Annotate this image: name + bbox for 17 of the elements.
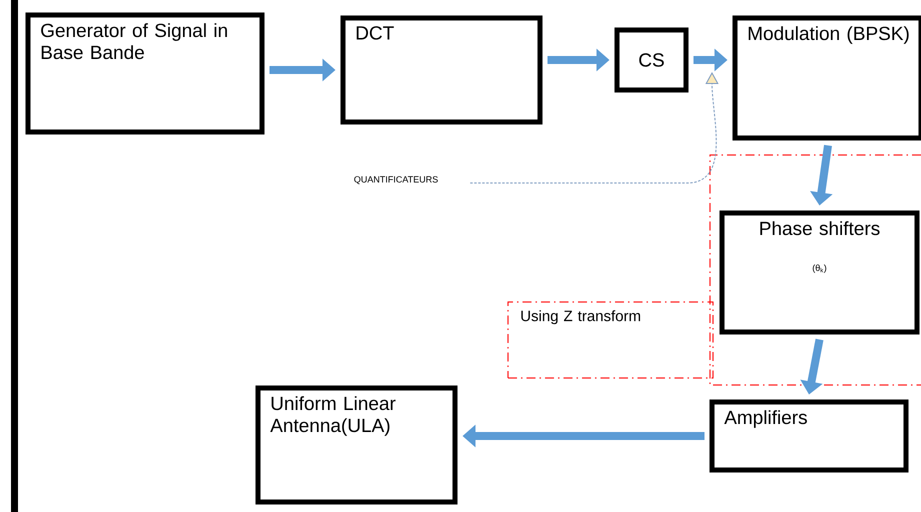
- node-label: Amplifiers: [724, 410, 807, 428]
- node-label: Generator of Signal in Base Bande: [41, 23, 227, 60]
- node-label: (θ$_{k}$): [812, 264, 826, 273]
- node-label: Using Z transform: [521, 310, 640, 324]
- process-box: [720, 210, 920, 334]
- node-label: Modulation (BPSK): [748, 26, 909, 44]
- process-box: [26, 12, 264, 134]
- node-label: CS: [639, 53, 664, 67]
- node-label: Uniform Linear Antenna(ULA): [270, 396, 396, 436]
- node-text: QUANTIFICATEURS: [354, 176, 438, 184]
- node-label: DCT: [356, 26, 394, 40]
- process-box: [614, 28, 688, 92]
- process-box: [340, 16, 542, 124]
- process-box: [732, 16, 921, 140]
- node-label: Phase shifters: [760, 221, 880, 236]
- process-box: [710, 400, 908, 472]
- process-box: [256, 386, 458, 504]
